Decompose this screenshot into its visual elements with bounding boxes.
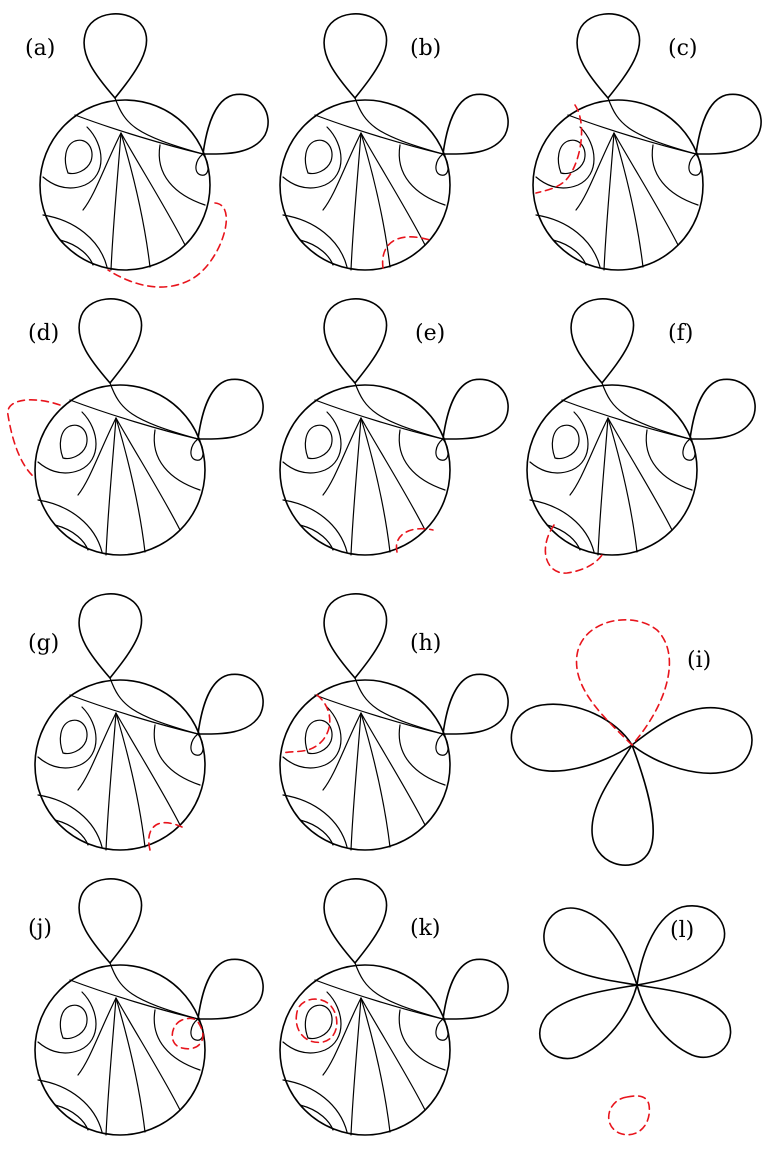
panel-a: (a) [25, 13, 269, 288]
disk-diagram [279, 13, 509, 271]
highlight-curve [535, 104, 583, 194]
panel-label: (l) [670, 918, 694, 943]
panel-label: (g) [28, 631, 59, 656]
disk-diagram [279, 878, 509, 1136]
panel-k: (k) [279, 878, 509, 1136]
panel-b: (b) [279, 13, 509, 271]
disk-diagram [34, 298, 264, 556]
highlight-curve [282, 694, 331, 754]
panel-l: (l) [539, 905, 732, 1136]
panel-h: (h) [279, 593, 509, 851]
panel-label: (e) [415, 321, 445, 346]
highlight-curve [148, 821, 183, 851]
highlight-curve [107, 202, 228, 288]
highlight-curve [7, 399, 61, 479]
panel-label: (d) [28, 321, 59, 346]
highlight-curve [575, 619, 671, 747]
highlight-curve [607, 1095, 651, 1136]
disk-diagram [34, 593, 264, 851]
panel-label: (b) [410, 36, 441, 61]
panel-label: (j) [28, 916, 52, 941]
disk-diagram [39, 13, 269, 271]
panel-d: (d) [7, 298, 264, 556]
panel-e: (e) [279, 298, 509, 556]
highlight-curve [544, 524, 603, 574]
disk-diagram [34, 878, 264, 1136]
panel-label: (k) [410, 916, 441, 941]
disk-diagram [279, 593, 509, 851]
highlight-curve [395, 528, 434, 553]
disk-diagram [526, 298, 756, 556]
panel-label: (a) [25, 36, 55, 61]
disk-diagram [279, 298, 509, 556]
disk-diagram [532, 13, 762, 271]
panel-label: (f) [668, 321, 693, 346]
panel-j: (j) [28, 878, 264, 1136]
panel-c: (c) [532, 13, 762, 271]
panel-i: (i) [510, 619, 753, 866]
panel-f: (f) [526, 298, 756, 574]
panel-g: (g) [28, 593, 264, 851]
highlight-curve [295, 998, 338, 1044]
flower-diagram [510, 703, 753, 866]
panel-label: (h) [410, 631, 441, 656]
highlight-curve [171, 1017, 204, 1050]
panel-label: (c) [668, 36, 698, 61]
flower-diagram [539, 905, 732, 1060]
highlight-curve [381, 236, 431, 269]
panel-label: (i) [687, 648, 711, 673]
